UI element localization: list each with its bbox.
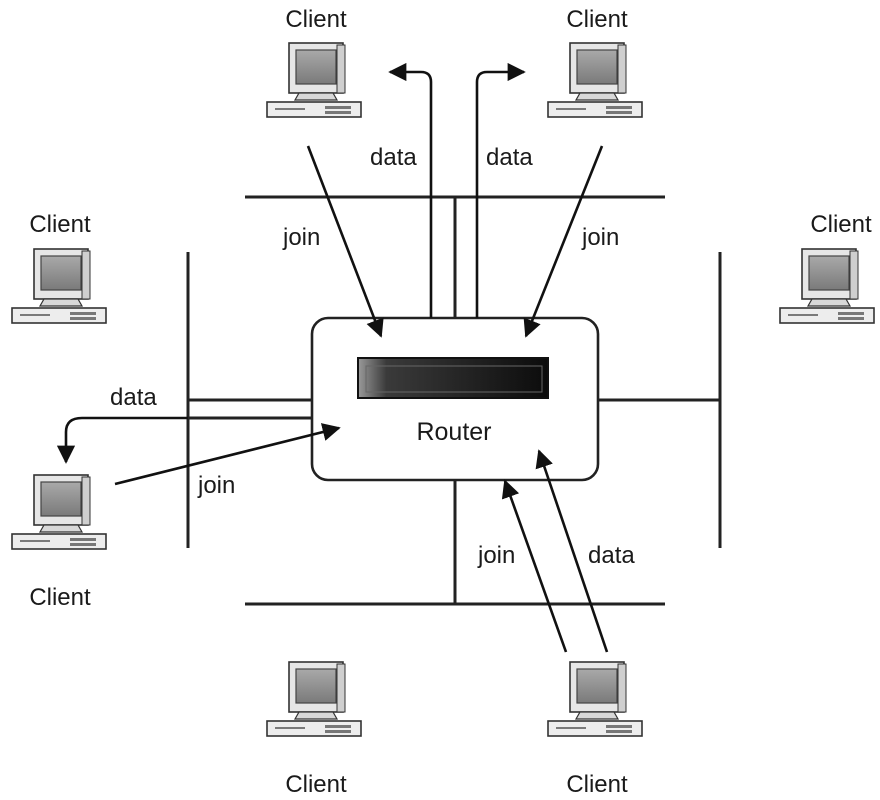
data-arrow-top-right — [475, 62, 526, 318]
computer-icon — [779, 248, 875, 324]
computer-icon — [547, 661, 643, 737]
data-label-left: data — [110, 384, 157, 411]
data-arrow-left — [56, 416, 188, 464]
join-label-bottom: join — [477, 542, 515, 569]
join-arrow-bottom — [501, 479, 568, 653]
client-bottom-left: Client — [266, 661, 362, 798]
computer-icon — [266, 42, 362, 118]
client-label: Client — [810, 211, 872, 238]
client-left-lower: Client — [11, 474, 107, 611]
client-label: Client — [285, 6, 347, 33]
client-label: Client — [29, 584, 91, 611]
client-label: Client — [29, 211, 91, 238]
data-label-bottom: data — [588, 542, 635, 569]
join-arrow-left — [114, 423, 341, 486]
router-icon — [356, 357, 549, 399]
computer-icon — [547, 42, 643, 118]
client-left-upper: Client — [11, 211, 107, 324]
client-top-right: Client — [547, 6, 643, 118]
data-label-top-right: data — [486, 144, 533, 171]
join-arrow-top-left — [306, 145, 384, 338]
computer-icon — [11, 474, 107, 550]
network-segments — [186, 195, 722, 606]
router-label: Router — [416, 418, 491, 446]
join-label-left: join — [197, 472, 235, 499]
join-arrow-top-right — [523, 145, 604, 338]
client-label: Client — [566, 6, 628, 33]
data-label-top-left: data — [370, 144, 417, 171]
join-label-top-left: join — [282, 224, 320, 251]
client-bottom-right: Client — [547, 661, 643, 798]
client-right: Client — [779, 211, 875, 324]
client-top-left: Client — [266, 6, 362, 118]
computer-icon — [11, 248, 107, 324]
router: Router — [310, 316, 600, 482]
data-arrow-bottom — [535, 449, 609, 653]
join-label-top-right: join — [581, 224, 619, 251]
data-arrow-top-left — [388, 62, 433, 318]
client-label: Client — [566, 771, 628, 798]
client-label: Client — [285, 771, 347, 798]
computer-icon — [266, 661, 362, 737]
